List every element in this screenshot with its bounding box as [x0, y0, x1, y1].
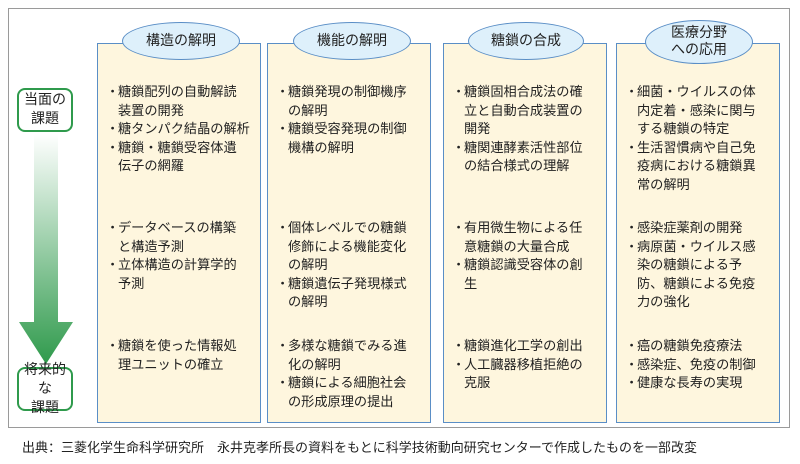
bullet-dot: ・	[106, 122, 120, 137]
list-item: ・感染症薬剤の開発	[625, 220, 773, 239]
bullet-dot: ・	[625, 85, 639, 100]
list-item: ・多様な糖鎖でみる進 化の解明	[276, 338, 424, 375]
item-text: 糖鎖固相合成法の確 立と自動合成装置の 開発	[464, 85, 583, 137]
bullet-dot: ・	[452, 339, 466, 354]
list-item: ・細菌・ウイルスの体 内定着・感染に関与 する糖鎖の特定	[625, 84, 773, 140]
item-group: ・癌の糖鎖免疫療法・感染症、免疫の制御・健康な長寿の実現	[625, 338, 773, 394]
bullet-dot: ・	[625, 339, 639, 354]
list-item: ・糖鎖受容発現の制御 機構の解明	[276, 121, 424, 158]
bullet-dot: ・	[452, 258, 466, 273]
item-text: 健康な長寿の実現	[637, 376, 743, 391]
item-group: ・有用微生物による任 意糖鎖の大量合成・糖鎖認識受容体の創 生	[452, 220, 600, 294]
item-text: 糖鎖遺伝子発現様式 の解明	[288, 276, 407, 311]
item-text: 多様な糖鎖でみる進 化の解明	[288, 339, 407, 373]
item-text: 糖鎖による細胞社会 の形成原理の提出	[288, 376, 407, 410]
bullet-dot: ・	[106, 221, 120, 236]
list-item: ・有用微生物による任 意糖鎖の大量合成	[452, 220, 600, 257]
item-group: ・糖鎖固相合成法の確 立と自動合成装置の 開発・糖関連酵素活性部位 の結合様式の…	[452, 84, 600, 177]
long-term-label: 将来的な 課題	[17, 362, 73, 416]
bullet-dot: ・	[276, 276, 290, 292]
list-item: ・糖鎖配列の自動解読 装置の開発	[106, 84, 254, 121]
list-item: ・糖鎖発現の制御機序 の解明	[276, 84, 424, 121]
item-text: 人工臓器移植拒絶の 克服	[464, 357, 583, 392]
item-text: 糖鎖を使った情報処 理ユニットの確立	[118, 339, 237, 373]
item-text: 糖鎖・糖鎖受容体遺 伝子の網羅	[118, 140, 237, 175]
item-text: 癌の糖鎖免疫療法	[637, 339, 743, 354]
bullet-dot: ・	[106, 258, 120, 273]
source-caption: 出典：三菱化学生命科学研究所 永井克孝所長の資料をもとに科学技術動向研究センター…	[22, 441, 697, 456]
bullet-dot: ・	[625, 239, 639, 255]
bullet-dot: ・	[452, 85, 466, 100]
list-item: ・糖鎖認識受容体の創 生	[452, 257, 600, 294]
item-group: ・感染症薬剤の開発・病原菌・ウイルス感 染の糖鎖による予 防、糖鎖による免疫 力…	[625, 220, 773, 313]
column-header: 機能の解明	[293, 22, 411, 60]
bullet-dot: ・	[276, 85, 290, 100]
list-item: ・個体レベルでの糖鎖 修飾による機能変化 の解明	[276, 220, 424, 276]
list-item: ・癌の糖鎖免疫療法	[625, 338, 773, 357]
column-header: 糖鎖の合成	[468, 22, 584, 60]
list-item: ・健康な長寿の実現	[625, 375, 773, 394]
item-text: 有用微生物による任 意糖鎖の大量合成	[464, 221, 583, 255]
item-group: ・個体レベルでの糖鎖 修飾による機能変化 の解明・糖鎖遺伝子発現様式 の解明	[276, 220, 424, 313]
bullet-dot: ・	[625, 221, 639, 236]
bullet-dot: ・	[106, 339, 120, 354]
bullet-dot: ・	[452, 357, 466, 373]
list-item: ・感染症、免疫の制御	[625, 357, 773, 376]
column-box	[267, 43, 431, 423]
list-item: ・糖タンパク結晶の解析	[106, 121, 254, 140]
item-text: 細菌・ウイルスの体 内定着・感染に関与 する糖鎖の特定	[637, 85, 756, 137]
list-item: ・糖鎖・糖鎖受容体遺 伝子の網羅	[106, 140, 254, 177]
item-text: 生活習慣病や自己免 疫病における糖鎖異 常の解明	[637, 140, 756, 193]
bullet-dot: ・	[625, 140, 639, 156]
item-text: 糖関連酵素活性部位 の結合様式の理解	[464, 140, 583, 175]
list-item: ・糖関連酵素活性部位 の結合様式の理解	[452, 140, 600, 177]
column-header: 構造の解明	[122, 22, 240, 60]
item-group: ・細菌・ウイルスの体 内定着・感染に関与 する糖鎖の特定・生活習慣病や自己免 疫…	[625, 84, 773, 195]
item-group: ・データベースの構築 と構造予測・立体構造の計算学的 予測	[106, 220, 254, 294]
diagram-frame	[8, 8, 790, 428]
item-group: ・多様な糖鎖でみる進 化の解明・糖鎖による細胞社会 の形成原理の提出	[276, 338, 424, 412]
list-item: ・糖鎖進化工学の創出	[452, 338, 600, 357]
item-group: ・糖鎖配列の自動解読 装置の開発・糖タンパク結晶の解析・糖鎖・糖鎖受容体遺 伝子…	[106, 84, 254, 177]
bullet-dot: ・	[276, 122, 290, 137]
bullet-dot: ・	[625, 357, 639, 373]
item-text: 感染症薬剤の開発	[637, 221, 743, 236]
timeline-arrow	[19, 134, 73, 364]
item-text: 糖タンパク結晶の解析	[118, 122, 250, 137]
list-item: ・糖鎖を使った情報処 理ユニットの確立	[106, 338, 254, 375]
item-text: 糖鎖受容発現の制御 機構の解明	[288, 122, 407, 156]
list-item: ・生活習慣病や自己免 疫病における糖鎖異 常の解明	[625, 140, 773, 196]
list-item: ・糖鎖固相合成法の確 立と自動合成装置の 開発	[452, 84, 600, 140]
column-box	[443, 43, 607, 423]
bullet-dot: ・	[452, 140, 466, 156]
item-text: 糖鎖配列の自動解読 装置の開発	[118, 85, 237, 119]
list-item: ・病原菌・ウイルス感 染の糖鎖による予 防、糖鎖による免疫 力の強化	[625, 239, 773, 313]
item-text: 糖鎖認識受容体の創 生	[464, 258, 583, 292]
list-item: ・糖鎖による細胞社会 の形成原理の提出	[276, 375, 424, 412]
bullet-dot: ・	[276, 339, 290, 354]
item-text: 病原菌・ウイルス感 染の糖鎖による予 防、糖鎖による免疫 力の強化	[637, 239, 756, 311]
column-box	[97, 43, 261, 423]
near-term-label: 当面の 課題	[17, 88, 73, 132]
item-text: 糖鎖発現の制御機序 の解明	[288, 85, 407, 119]
bullet-dot: ・	[452, 221, 466, 236]
bullet-dot: ・	[106, 140, 120, 156]
bullet-dot: ・	[276, 221, 290, 236]
item-group: ・糖鎖発現の制御機序 の解明・糖鎖受容発現の制御 機構の解明	[276, 84, 424, 158]
bullet-dot: ・	[106, 85, 120, 100]
item-text: 糖鎖進化工学の創出	[464, 339, 583, 354]
item-group: ・糖鎖を使った情報処 理ユニットの確立	[106, 338, 254, 375]
list-item: ・糖鎖遺伝子発現様式 の解明	[276, 276, 424, 313]
item-text: 立体構造の計算学的 予測	[118, 258, 237, 292]
item-text: データベースの構築 と構造予測	[118, 221, 237, 255]
list-item: ・人工臓器移植拒絶の 克服	[452, 357, 600, 394]
item-text: 感染症、免疫の制御	[637, 357, 756, 373]
item-group: ・糖鎖進化工学の創出・人工臓器移植拒絶の 克服	[452, 338, 600, 394]
list-item: ・データベースの構築 と構造予測	[106, 220, 254, 257]
item-text: 個体レベルでの糖鎖 修飾による機能変化 の解明	[288, 221, 407, 273]
bullet-dot: ・	[625, 376, 639, 391]
bullet-dot: ・	[276, 376, 290, 391]
column-header: 医療分野 への応用	[645, 20, 753, 64]
list-item: ・立体構造の計算学的 予測	[106, 257, 254, 294]
